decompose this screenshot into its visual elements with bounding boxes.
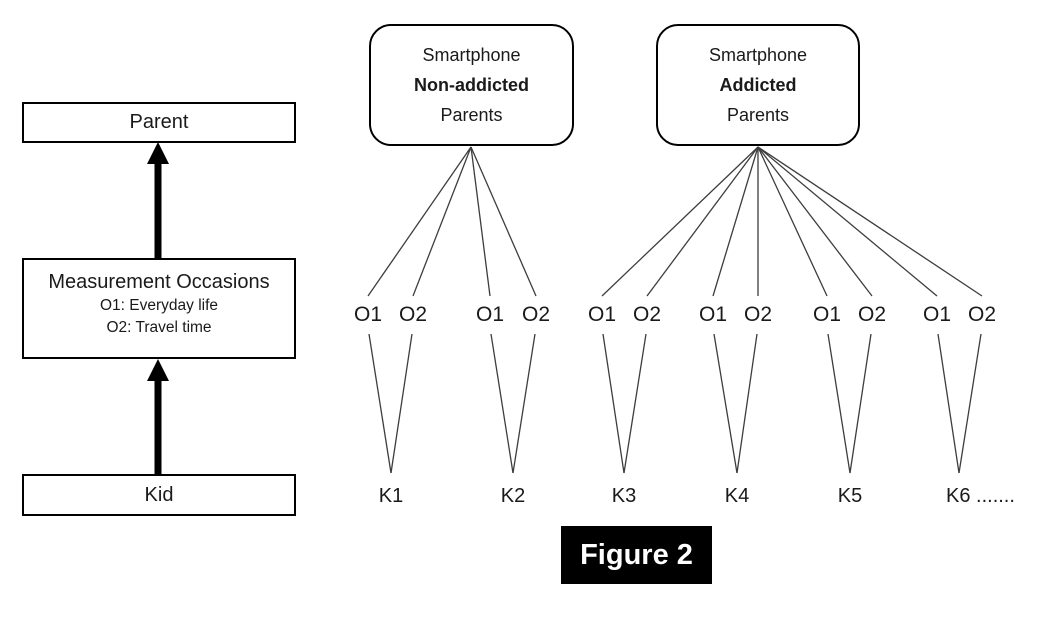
group-nonaddicted-line2: Non-addicted bbox=[414, 75, 529, 95]
kid-label-k6: K6 ....... bbox=[946, 485, 1015, 507]
occasion-label-o2-k2: O2 bbox=[521, 303, 551, 326]
group-nonaddicted-line1: Smartphone bbox=[422, 45, 521, 65]
group-addicted-line3: Parents bbox=[726, 105, 790, 125]
kid-label: Kid bbox=[144, 483, 174, 506]
group-box-addicted-parents: Smartphone Addicted Parents bbox=[656, 24, 860, 146]
occasion-to-kid-lines bbox=[368, 333, 982, 474]
kid-label-k3: K3 bbox=[611, 485, 637, 507]
measurement-title: Measurement Occasions bbox=[48, 271, 270, 293]
occasion-label-o2-k5: O2 bbox=[857, 303, 887, 326]
fan-nonaddicted bbox=[367, 146, 537, 297]
occasion-label-o1-k5: O1 bbox=[812, 303, 842, 326]
occasion-label-o2-k1: O2 bbox=[398, 303, 428, 326]
kid-label-k1: K1 bbox=[378, 485, 404, 507]
measurement-o2-legend: O2: Travel time bbox=[106, 319, 212, 336]
figure-caption: Figure 2 bbox=[561, 526, 712, 584]
occasion-label-o1-k1: O1 bbox=[353, 303, 383, 326]
occasion-label-o1-k3: O1 bbox=[587, 303, 617, 326]
kid-label-k5: K5 bbox=[837, 485, 863, 507]
occasion-label-o1-k4: O1 bbox=[698, 303, 728, 326]
fan-addicted bbox=[601, 146, 983, 297]
arrow-measurement-to-parent bbox=[147, 142, 169, 258]
group-nonaddicted-line3: Parents bbox=[440, 105, 503, 125]
occasion-label-o2-k4: O2 bbox=[743, 303, 773, 326]
measurement-occasions-box: Measurement Occasions O1: Everyday life … bbox=[22, 258, 296, 359]
kid-label-k2: K2 bbox=[500, 485, 526, 507]
occasion-label-o2-k3: O2 bbox=[632, 303, 662, 326]
group-addicted-line1: Smartphone bbox=[708, 45, 808, 65]
kid-label-k4: K4 bbox=[724, 485, 750, 507]
occasion-label-o1-k2: O1 bbox=[475, 303, 505, 326]
parent-label: Parent bbox=[129, 111, 189, 133]
group-addicted-line2: Addicted bbox=[719, 75, 797, 95]
parent-box: Parent bbox=[22, 102, 296, 143]
measurement-o1-legend: O1: Everyday life bbox=[99, 297, 219, 314]
arrow-kid-to-measurement bbox=[147, 359, 169, 475]
group-box-nonaddicted-parents: Smartphone Non-addicted Parents bbox=[369, 24, 574, 146]
occasion-label-o2-k6: O2 bbox=[967, 303, 997, 326]
figure-caption-text: Figure 2 bbox=[580, 538, 693, 571]
kid-box: Kid bbox=[22, 474, 296, 516]
occasion-label-o1-k6: O1 bbox=[922, 303, 952, 326]
